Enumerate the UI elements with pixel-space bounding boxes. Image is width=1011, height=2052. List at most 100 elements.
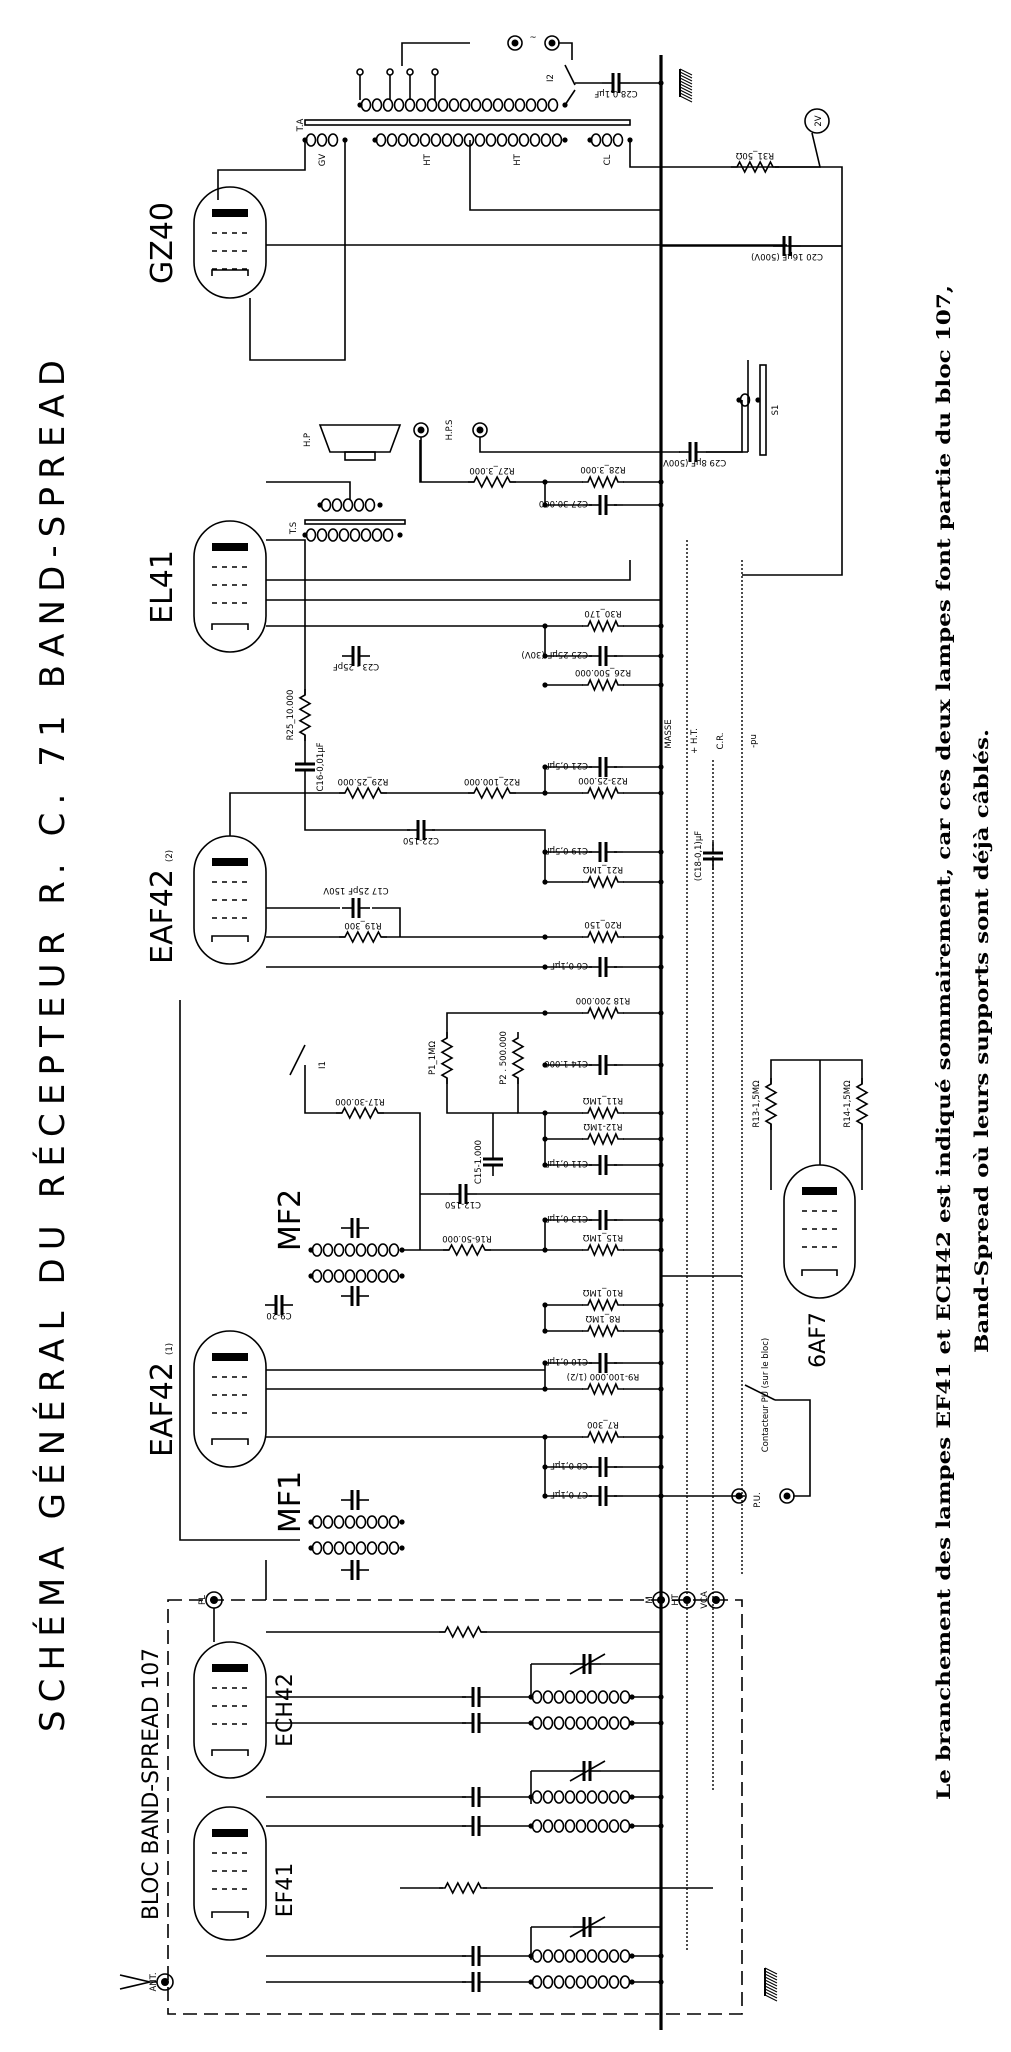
transformer-label-ts: T.S [289, 522, 299, 535]
junction-dot [658, 623, 664, 629]
tap-terminal [406, 68, 414, 76]
component-label-c15: C15-1.000 [474, 1140, 484, 1184]
mf2-coil [377, 1269, 389, 1283]
band-coil [619, 1949, 631, 1963]
terminal-icon [678, 1591, 696, 1609]
ground-hatch [679, 74, 693, 82]
band-coil [575, 1975, 587, 1989]
component-label-r15: R15_1MΩ [582, 1232, 623, 1242]
jack-center [511, 39, 519, 47]
ts-secondary [342, 498, 354, 512]
resistor-symbol [731, 160, 779, 174]
junction-dot [308, 1247, 314, 1253]
resistor-symbol [582, 1242, 624, 1258]
resistor-symbol [764, 1078, 778, 1130]
mains-symbol: ~ [529, 33, 536, 43]
resistor-symbol [582, 474, 624, 490]
component-label-c14: C14 1.000 [544, 1058, 588, 1068]
mf1-coil [333, 1541, 345, 1555]
component-label-c13: C13 0,1µF [545, 1213, 588, 1223]
bus-label-pu: -pu [749, 734, 759, 748]
tube-ech42 [193, 1641, 267, 1779]
wire [249, 140, 346, 361]
band-coil [542, 1716, 554, 1730]
ts-primary [382, 528, 394, 542]
primary-coil [360, 98, 372, 112]
resistor-symbol [582, 1381, 624, 1397]
tube-label-ef41: EF41 [273, 1863, 298, 1918]
mf1-coil [366, 1515, 378, 1529]
junction-dot [658, 1136, 664, 1142]
wire [304, 793, 410, 831]
primary-coil [437, 98, 449, 112]
band-coil [597, 1690, 609, 1704]
ground-hatch [764, 1985, 778, 1993]
ht-coil [485, 133, 497, 147]
plate-icon [212, 543, 248, 551]
band-coil [586, 1975, 598, 1989]
band-coil [553, 1949, 565, 1963]
component-label-r27: R27_3.000 [469, 465, 514, 475]
ground-hatch [764, 1973, 778, 1981]
terminal-icon [652, 1591, 670, 1609]
primary-coil [415, 98, 427, 112]
ground-hatch [679, 71, 693, 79]
wire [419, 440, 474, 483]
switch-i1-label: I1 [318, 1061, 328, 1069]
mf1-coil [377, 1515, 389, 1529]
capacitor-symbol [351, 646, 361, 666]
primary-coil [481, 98, 493, 112]
component-label-c28: C28 0,1µF [594, 88, 637, 98]
ht-coil [529, 133, 541, 147]
junction-dot [658, 1110, 664, 1116]
ground-hatch [764, 1994, 778, 2002]
band-coil [564, 1716, 576, 1730]
mf2-coil [355, 1269, 367, 1283]
junction-dot [587, 137, 593, 143]
component-label-r14: R14-1,5MΩ [843, 1080, 853, 1128]
ground-hatch [679, 92, 693, 100]
junction-dot [658, 653, 664, 659]
band-coil [542, 1949, 554, 1963]
winding-label-ht: HT [423, 153, 433, 165]
component-label-r7: R7_300 [587, 1419, 619, 1429]
component-label-r11: R11_1MΩ [582, 1095, 623, 1105]
ts-primary [316, 528, 328, 542]
ht-coil [430, 133, 442, 147]
wire [775, 1399, 811, 1497]
junction-dot [658, 1794, 664, 1800]
jack-icon [507, 35, 523, 51]
resistor-symbol [855, 1078, 869, 1130]
ts-secondary [331, 498, 343, 512]
component-label-r10: R10_1MΩ [582, 1287, 623, 1297]
ground-hatch [764, 1988, 778, 1996]
resistor-symbol [339, 930, 387, 944]
band-coil [619, 1819, 631, 1833]
capacitor-symbol [471, 1946, 481, 1966]
band-coil [531, 1716, 543, 1730]
mf2-coil [344, 1243, 356, 1257]
junction-dot [658, 1953, 664, 1959]
ht-coil [518, 133, 530, 147]
band-coil [608, 1949, 620, 1963]
resistor-symbol [443, 1243, 491, 1257]
band-coil [531, 1975, 543, 1989]
mf2-coil [322, 1269, 334, 1283]
band-coil [564, 1819, 576, 1833]
band-coil [564, 1949, 576, 1963]
component-label-c7: C7 0,1µF [550, 1489, 588, 1499]
variable-capacitor-arrow [569, 1916, 606, 1938]
mf2-coil [322, 1243, 334, 1257]
tube-6af7 [783, 1164, 856, 1299]
ground-hatch [679, 68, 693, 76]
capacitor-symbol [782, 236, 792, 256]
ground-hatch [764, 1979, 778, 1987]
cl-coil [601, 133, 613, 147]
resistor-symbol [582, 618, 624, 634]
junction-dot [308, 1273, 314, 1279]
capacitor-symbol [582, 1761, 592, 1781]
wire [479, 437, 661, 453]
mf2-coil [377, 1243, 389, 1257]
capacitor-symbol [351, 898, 361, 918]
capacitor-symbol [598, 757, 608, 777]
